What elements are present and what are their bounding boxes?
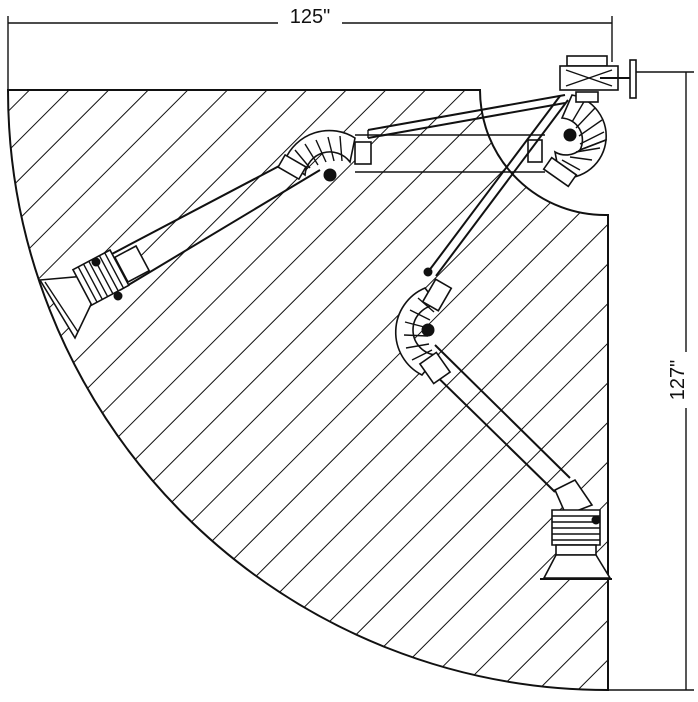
height-dimension: 127" [608,71,694,691]
mount-flange [629,59,637,99]
elbow-joint-wall [527,91,607,188]
width-dimension: 125" [7,6,613,92]
reach-zone-outline [6,89,609,692]
elbow-joint-upper [277,129,372,182]
hood-bottom [540,478,612,580]
mount-plate [566,55,608,67]
width-label-bg [278,6,342,30]
reach-zone-fill [8,90,608,690]
reach-zone [6,89,609,692]
arm-position-left [109,94,566,291]
width-label: 125" [290,6,330,28]
arm-position-down [419,95,571,493]
wall-mount [559,55,637,99]
elbow-joint-lower [394,278,453,385]
height-label-bg [666,352,694,408]
hood-left [38,244,151,340]
height-label: 127" [667,360,689,400]
